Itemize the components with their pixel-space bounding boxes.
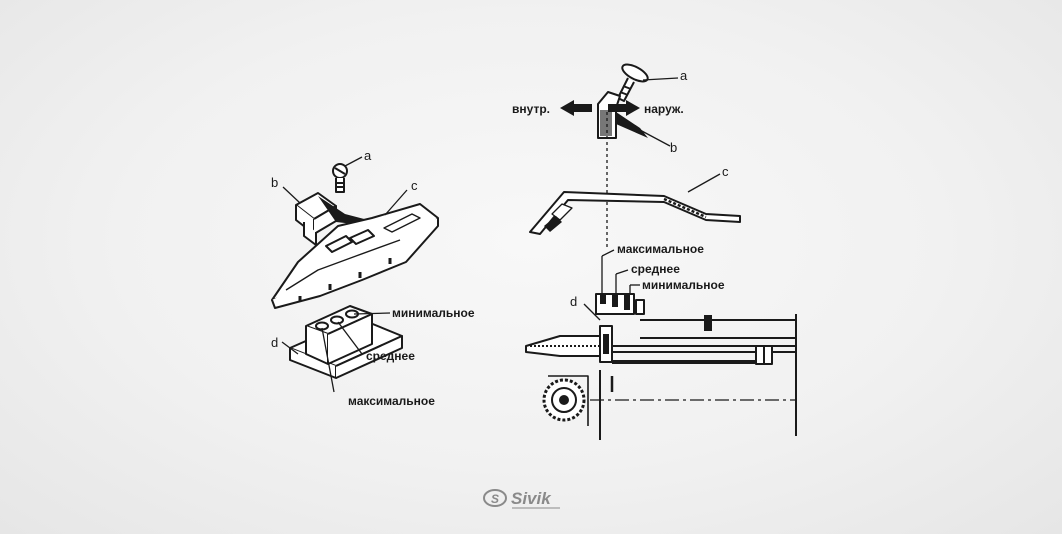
- label-inside: внутр.: [512, 102, 550, 116]
- left-base-d: [289, 305, 403, 379]
- right-mechanism: [525, 314, 797, 440]
- left-label-b: b: [271, 175, 278, 190]
- leader-left-d: [281, 341, 299, 355]
- right-screw-a: [617, 63, 649, 102]
- arrow-outside-icon: [608, 100, 640, 116]
- left-screw-a: [332, 163, 348, 193]
- right-label-min: минимальное: [642, 278, 725, 292]
- arrow-inside-icon: [560, 100, 592, 116]
- right-label-max: максимальное: [617, 242, 704, 256]
- left-label-min: минимальное: [392, 306, 475, 320]
- leader-right-d: [583, 303, 601, 321]
- label-outside: наруж.: [644, 102, 684, 116]
- leader-left-b: [282, 186, 301, 204]
- leader-right-a: [642, 77, 679, 81]
- right-label-b: b: [670, 140, 677, 155]
- leader-right-b: [639, 129, 671, 147]
- right-foot-profile-c: [529, 191, 741, 235]
- leader-left-max: [321, 327, 335, 393]
- left-block-b: [295, 192, 372, 246]
- left-presser-foot-c: [271, 203, 439, 309]
- left-label-d: d: [271, 335, 278, 350]
- left-label-mid: среднее: [366, 349, 415, 363]
- direction-arrows: [560, 100, 640, 116]
- logo-text: Sivik: [511, 489, 552, 508]
- leader-left-a: [344, 156, 363, 167]
- right-diagram: [525, 63, 797, 440]
- leader-right-c: [687, 173, 721, 193]
- leader-left-min: [353, 312, 391, 315]
- svg-text:S: S: [491, 492, 499, 506]
- right-adjuster-d: [595, 293, 645, 315]
- leader-left-mid: [337, 321, 363, 355]
- leader-left-c: [384, 189, 408, 216]
- left-label-max: максимальное: [348, 394, 435, 408]
- right-label-a: a: [680, 68, 688, 83]
- right-label-d: d: [570, 294, 577, 309]
- left-diagram: [271, 156, 439, 393]
- left-label-c: c: [411, 178, 418, 193]
- right-label-c: c: [722, 164, 729, 179]
- sivik-logo: S Sivik: [483, 489, 560, 509]
- right-label-mid: среднее: [631, 262, 680, 276]
- sivik-s-icon: S: [483, 489, 507, 507]
- left-label-a: a: [364, 148, 372, 163]
